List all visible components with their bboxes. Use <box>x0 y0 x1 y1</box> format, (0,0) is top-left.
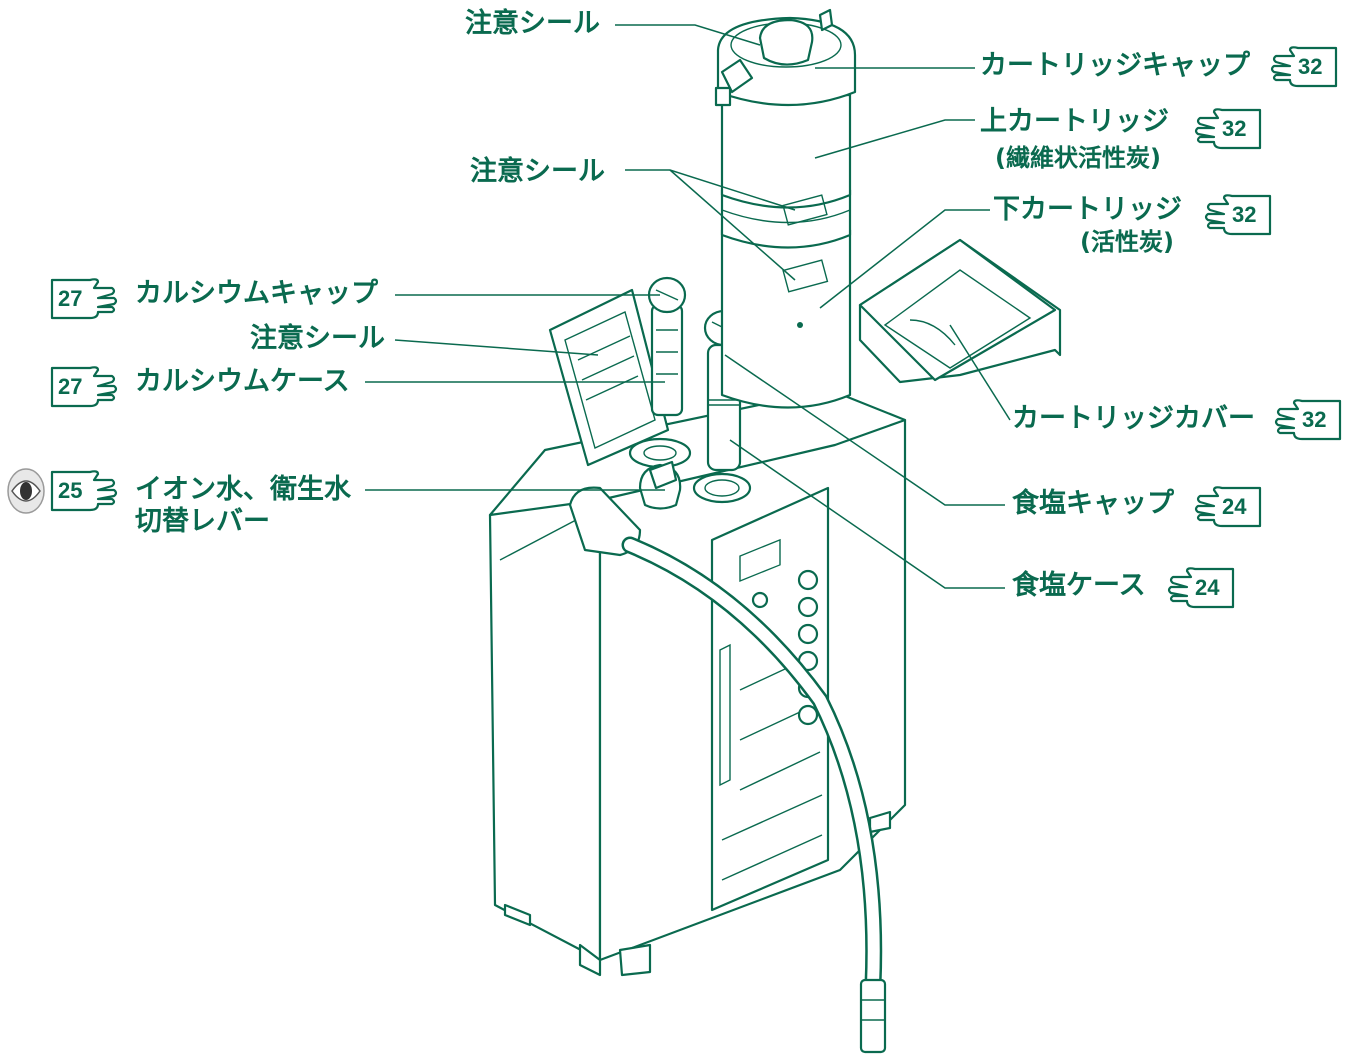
label-lever-line1: イオン水、衛生水 <box>135 474 351 505</box>
page-ref-calcium-cap: 27 <box>58 286 83 311</box>
label-caution-seal-left: 注意シール <box>250 323 385 354</box>
label-upper-cartridge-material: (繊維状活性炭) <box>995 144 1161 172</box>
pointing-hand-icon: 32 <box>1272 395 1342 445</box>
page-ref-cartridge-cap: 32 <box>1298 54 1323 79</box>
label-lever-line2: 切替レバー <box>135 506 270 537</box>
upper-cartridge <box>720 93 852 209</box>
label-calcium-cap: カルシウムキャップ <box>135 278 378 309</box>
page-ref-salt-case: 24 <box>1195 575 1220 600</box>
label-cartridge-cap: カートリッジキャップ <box>980 50 1250 81</box>
label-caution-seal-mid: 注意シール <box>470 156 605 187</box>
label-lower-cartridge-material: (活性炭) <box>1080 228 1174 256</box>
label-salt-cap: 食塩キャップ <box>1012 488 1174 519</box>
pointing-hand-icon: 24 <box>1165 563 1235 613</box>
label-caution-seal-top: 注意シール <box>465 8 600 39</box>
page-ref-lower-cartridge: 32 <box>1232 202 1257 227</box>
salt-well <box>692 472 752 504</box>
hose-outlet <box>568 486 642 557</box>
hose-nozzle <box>859 978 887 1054</box>
lower-cartridge <box>720 228 852 409</box>
label-lower-cartridge: 下カートリッジ <box>993 194 1182 225</box>
page-ref-calcium-case: 27 <box>58 374 83 399</box>
control-panel <box>710 486 830 912</box>
pointing-hand-icon: 24 <box>1192 482 1262 532</box>
label-upper-cartridge: 上カートリッジ <box>980 106 1169 137</box>
pointing-hand-icon: 25 <box>50 466 120 516</box>
page-ref-upper-cartridge: 32 <box>1222 116 1247 141</box>
lever-well <box>628 437 692 469</box>
pointing-hand-icon: 27 <box>50 274 120 324</box>
page-ref-lever: 25 <box>58 478 83 503</box>
pointing-hand-icon: 32 <box>1202 190 1272 240</box>
page-ref-salt-cap: 24 <box>1222 494 1247 519</box>
pointing-hand-icon: 27 <box>50 362 120 412</box>
pointing-hand-icon: 32 <box>1268 42 1338 92</box>
leader-lines <box>365 24 1011 589</box>
pointing-hand-icon: 32 <box>1192 104 1262 154</box>
label-salt-case: 食塩ケース <box>1012 570 1146 601</box>
eye-icon <box>7 468 45 514</box>
label-cartridge-cover: カートリッジカバー <box>1012 403 1255 434</box>
page-ref-cartridge-cover: 32 <box>1302 407 1327 432</box>
calcium-case <box>650 303 684 417</box>
label-calcium-case: カルシウムケース <box>135 366 350 397</box>
